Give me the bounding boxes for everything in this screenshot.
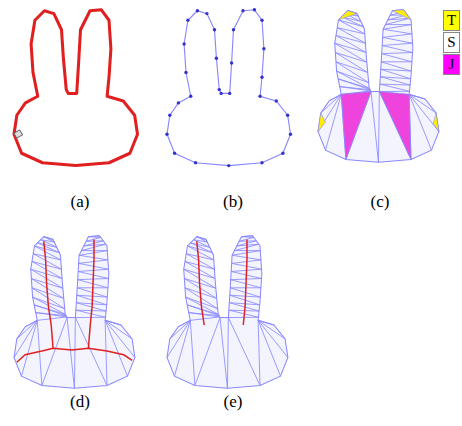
resampled-polygon <box>165 8 292 167</box>
panel-label: (c) <box>371 192 390 212</box>
legend-swatch: T <box>443 10 460 31</box>
chordal-axis <box>14 236 135 389</box>
sketch-stroke <box>14 10 138 166</box>
pruned-axis <box>167 236 288 389</box>
legend-text: T <box>447 12 456 29</box>
legend-text: J <box>449 56 455 73</box>
panel-label: (d) <box>70 392 90 412</box>
triangulation <box>318 10 439 163</box>
legend-text: S <box>447 34 455 51</box>
panel-label: (a) <box>71 192 90 212</box>
panel-label: (e) <box>224 392 243 412</box>
legend-swatch: S <box>443 32 460 53</box>
panel-label: (b) <box>223 192 243 212</box>
legend-swatch: J <box>443 54 460 75</box>
